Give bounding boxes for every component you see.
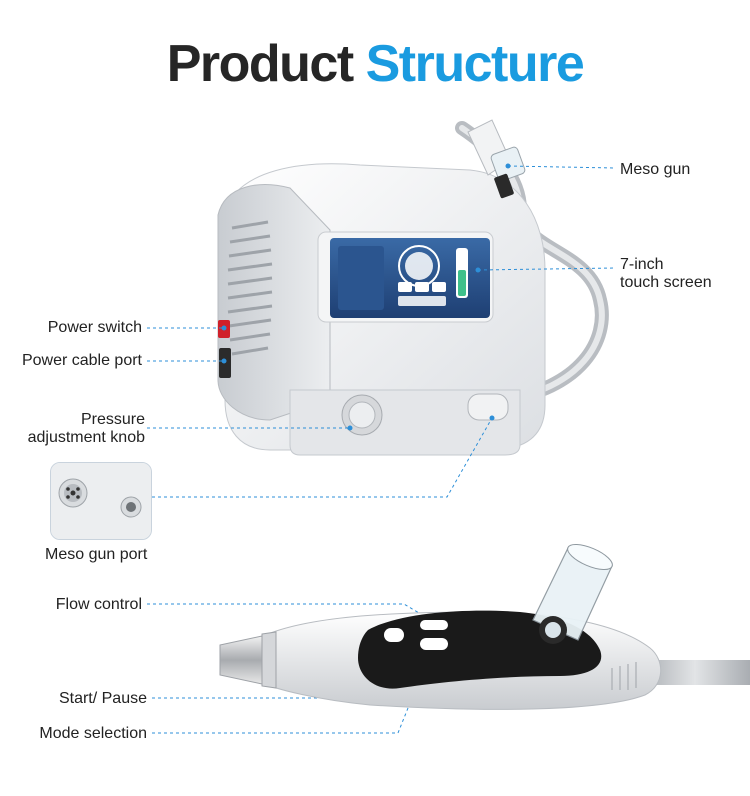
title-word-product: Product: [166, 35, 354, 93]
label-power-cable-port: Power cable port: [21, 352, 142, 369]
side-vents: [227, 220, 273, 356]
label-touch-screen-line2: touch screen: [620, 274, 712, 291]
label-meso-gun-port: Meso gun port: [45, 546, 148, 563]
meso-gun-port-inset: [50, 462, 152, 540]
touch-screen: [317, 231, 494, 323]
label-meso-gun: Meso gun: [620, 161, 691, 178]
title-word-structure: Structure: [365, 35, 585, 93]
flow-control-button-icon: [384, 628, 404, 642]
page-title: Product Structure: [0, 32, 750, 96]
leader-lines: [147, 163, 616, 734]
vial-icon: [532, 543, 613, 644]
hose-connector-icon: [467, 393, 509, 421]
mode-selection-button-icon: [420, 620, 448, 630]
pressure-knob-icon: [341, 394, 383, 436]
start-pause-button-icon: [420, 638, 448, 650]
label-flow-control: Flow control: [55, 596, 142, 613]
label-power-switch: Power switch: [47, 319, 142, 336]
handpiece-illustration: [219, 543, 750, 710]
label-pressure-knob-line2: adjustment knob: [27, 429, 145, 446]
label-touch-screen-line1: 7-inch: [620, 256, 664, 273]
label-pressure-knob-line1: Pressure: [80, 411, 145, 428]
meso-gun-port-icon: [51, 463, 151, 539]
label-start-pause: Start/ Pause: [58, 690, 147, 707]
label-mode-selection: Mode selection: [39, 725, 147, 742]
